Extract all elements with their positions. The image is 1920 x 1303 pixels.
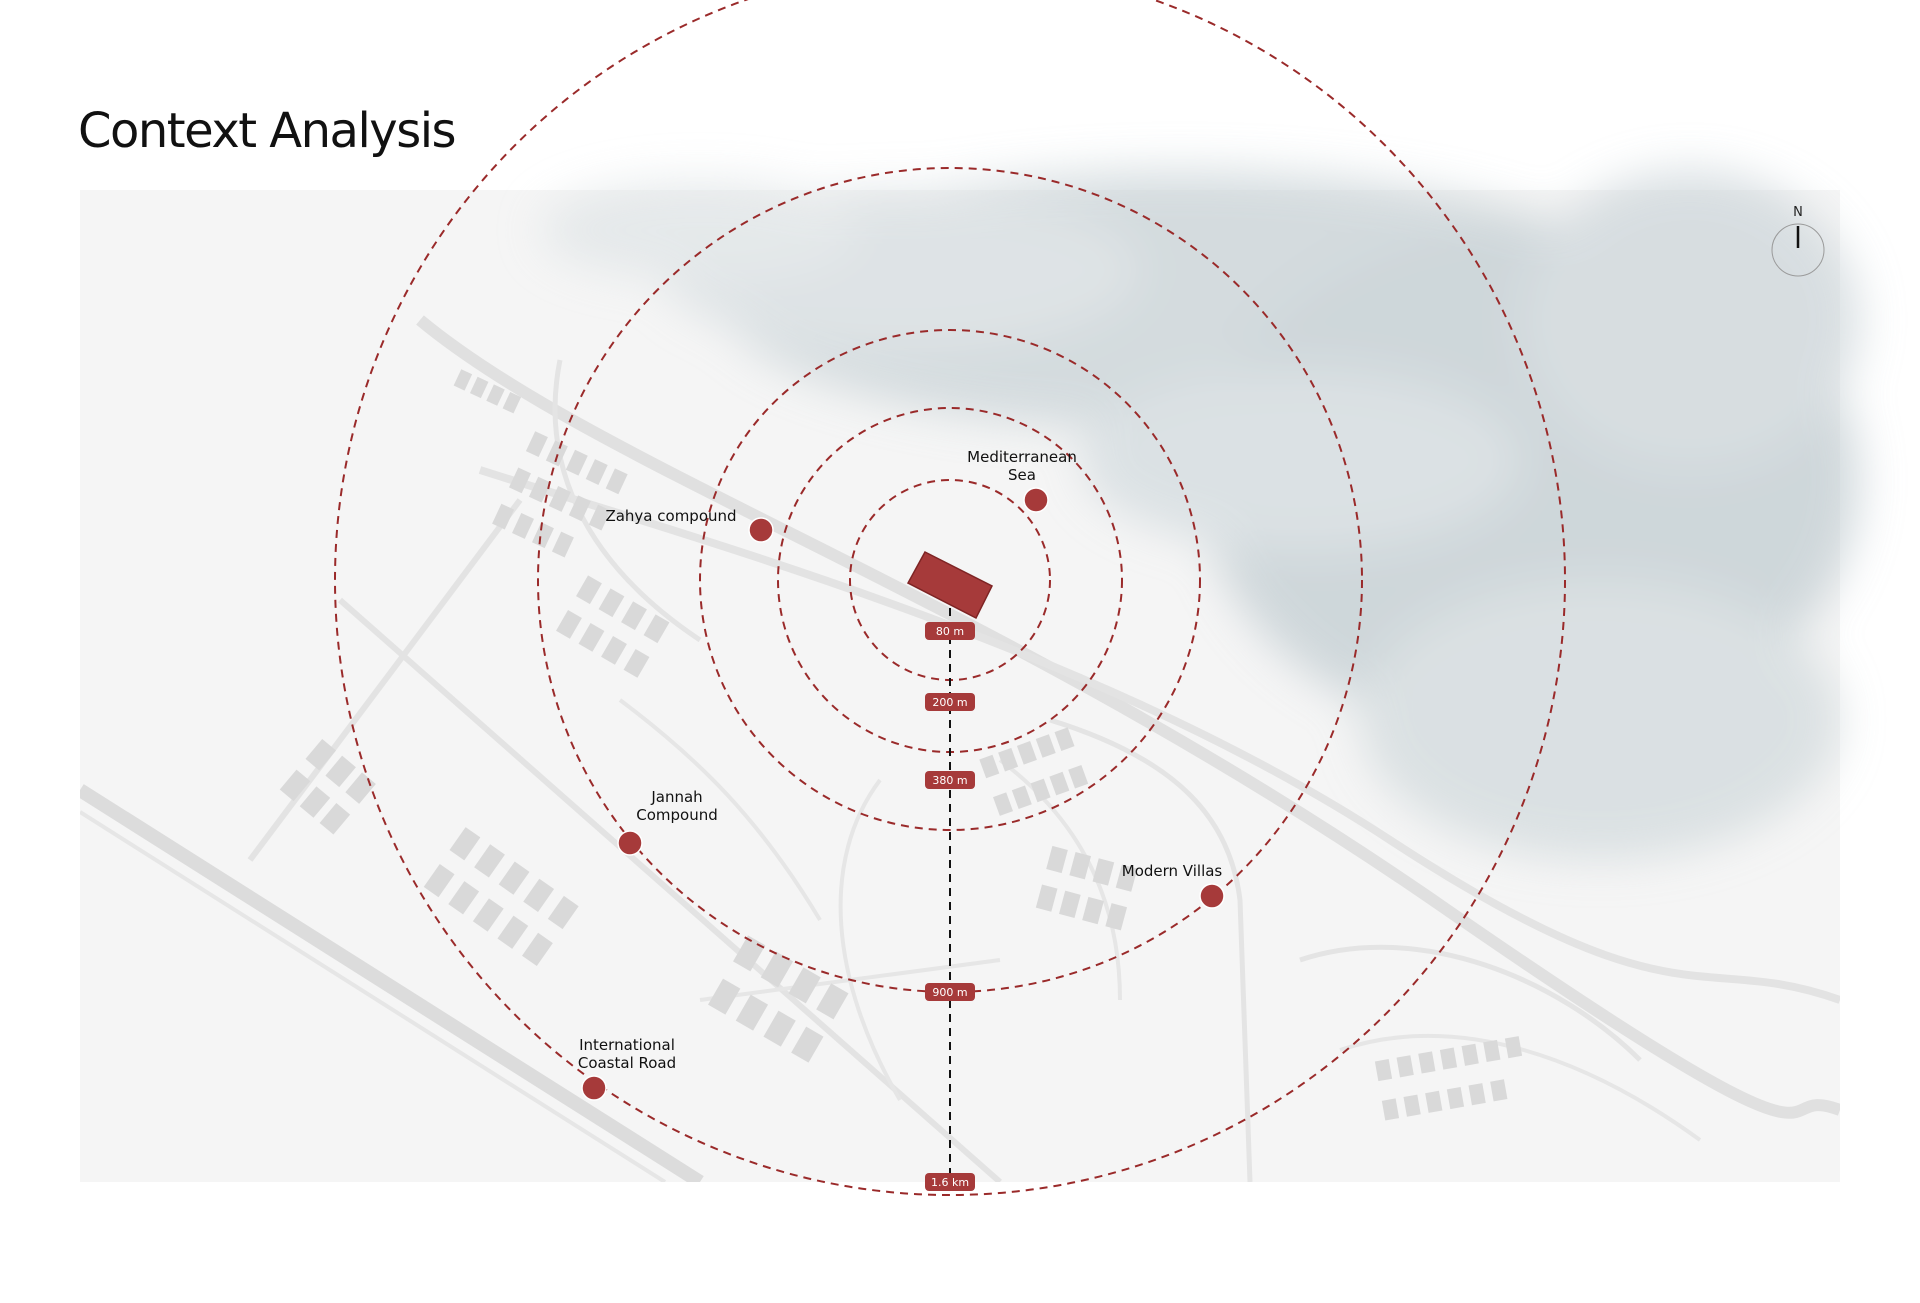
svg-text:1.6 km: 1.6 km (931, 1176, 969, 1189)
svg-text:200 m: 200 m (932, 696, 967, 709)
distance-label-900m: 900 m (925, 983, 975, 1001)
north-label: N (1793, 205, 1803, 220)
place-markers: Mediterranean Sea Zahya compound Jannah … (578, 448, 1225, 1101)
marker-modern-villas[interactable]: Modern Villas (1122, 862, 1225, 909)
site-footprint[interactable] (906, 551, 994, 620)
north-arrow-icon: N (1771, 205, 1825, 277)
ring-380m (699, 329, 1201, 831)
distance-label-80m: 80 m (925, 622, 975, 640)
svg-text:Mediterranean: Mediterranean (967, 448, 1077, 466)
svg-text:Jannah: Jannah (650, 788, 702, 806)
svg-text:Coastal Road: Coastal Road (578, 1054, 676, 1072)
distance-label-380m: 380 m (925, 771, 975, 789)
marker-zahya-compound[interactable]: Zahya compound (605, 507, 774, 543)
marker-mediterranean-sea[interactable]: Mediterranean Sea (967, 448, 1077, 513)
sea-area (540, 170, 1860, 860)
svg-text:Modern Villas: Modern Villas (1122, 862, 1223, 880)
marker-jannah-compound[interactable]: Jannah Compound (617, 788, 718, 856)
svg-text:380 m: 380 m (932, 774, 967, 787)
marker-international-coastal-road[interactable]: International Coastal Road (578, 1036, 676, 1101)
map-streets (80, 315, 1840, 1182)
svg-text:900 m: 900 m (932, 986, 967, 999)
svg-text:Zahya compound: Zahya compound (605, 507, 736, 525)
ring-1-6km (334, 0, 1566, 1196)
svg-text:Sea: Sea (1008, 466, 1036, 484)
svg-text:80 m: 80 m (936, 625, 964, 638)
svg-text:Compound: Compound (636, 806, 718, 824)
distance-label-200m: 200 m (925, 693, 975, 711)
building-blocks (279, 369, 1523, 1121)
svg-text:International: International (579, 1036, 675, 1054)
page-title: Context Analysis (78, 103, 457, 159)
distance-label-1-6km: 1.6 km (925, 1173, 975, 1191)
distance-labels: 80 m 200 m 380 m 900 m 1.6 km (925, 622, 975, 1191)
